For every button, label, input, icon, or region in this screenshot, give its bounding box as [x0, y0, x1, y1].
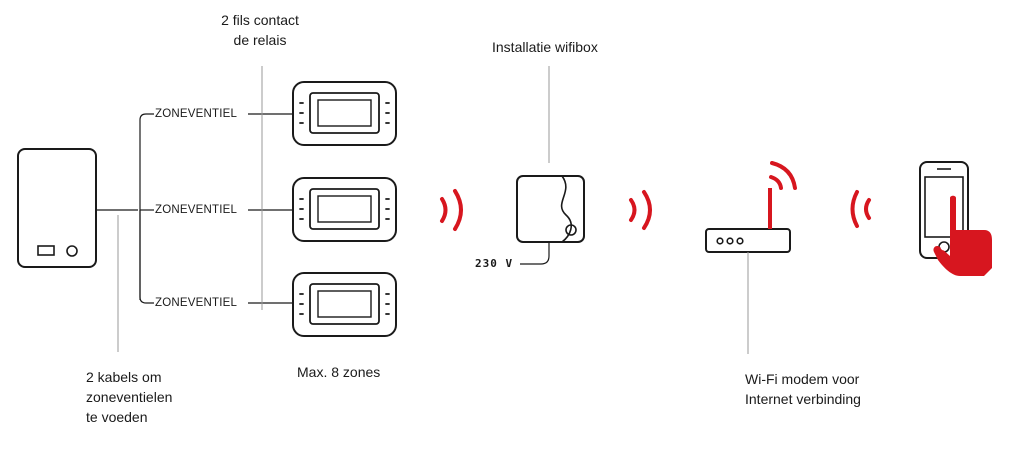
max-zones-label: Max. 8 zones [297, 364, 381, 380]
wifibox-icon [516, 175, 585, 243]
thermostat-icon [292, 81, 397, 146]
power-cable [520, 242, 550, 265]
router-icon [705, 161, 797, 253]
cables-line2: zoneventielen [86, 389, 173, 405]
modem-label: Wi-Fi modem voor Internet verbinding [745, 369, 861, 409]
thermostat-icon [292, 272, 397, 337]
cables-line1: 2 kabels om [86, 369, 162, 385]
cables-line3: te voeden [86, 409, 148, 425]
relay-contacts-label: 2 fils contact de relais [205, 10, 315, 50]
zone-valve-label-1: ZONEVENTIEL [154, 107, 239, 121]
valve-thermostat-wiring [248, 113, 293, 304]
wifibox-install-label: Installatie wifibox [492, 39, 598, 55]
cables-label: 2 kabels om zoneventielen te voeden [86, 367, 172, 427]
boiler-wiring [96, 113, 154, 304]
relay-contacts-line2: de relais [233, 32, 287, 48]
voltage-label: 230 V [475, 257, 514, 270]
wifi-signal-icon [629, 190, 652, 230]
touch-point-icon [940, 243, 948, 251]
thermostat-icon [292, 177, 397, 242]
hand-icon [933, 195, 992, 276]
wifi-signal-icon [440, 189, 463, 231]
zone-valve-label-2: ZONEVENTIEL [154, 203, 239, 217]
modem-line1: Wi-Fi modem voor [745, 371, 860, 387]
boiler-icon [17, 148, 97, 268]
zone-valve-label-3: ZONEVENTIEL [154, 296, 239, 310]
modem-line2: Internet verbinding [745, 391, 861, 407]
relay-contacts-line1: 2 fils contact [221, 12, 299, 28]
wifi-signal-icon [850, 190, 871, 228]
